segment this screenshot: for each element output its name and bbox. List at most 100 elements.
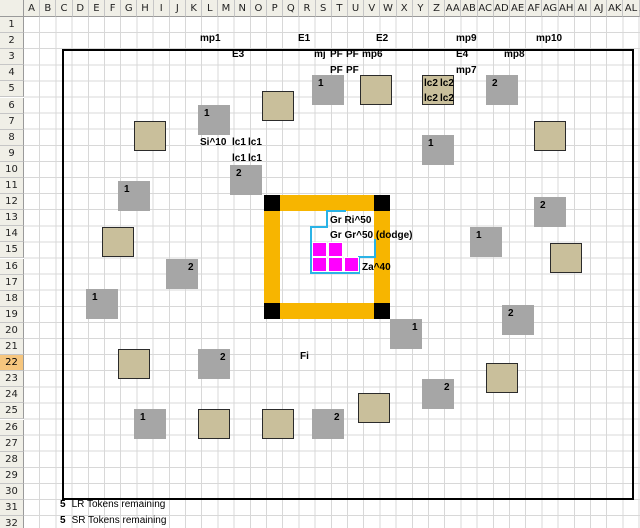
column-header-c[interactable]: C [56,0,73,17]
token-square[interactable]: 1 [390,319,422,349]
row-header-22[interactable]: 22 [0,355,24,372]
row-header-6[interactable]: 6 [0,97,24,114]
row-header-9[interactable]: 9 [0,145,24,162]
column-header-p[interactable]: P [267,0,284,17]
column-header-h[interactable]: H [137,0,154,17]
row-header-27[interactable]: 27 [0,435,24,452]
row-header-1[interactable]: 1 [0,17,24,34]
column-header-ac[interactable]: AC [477,0,494,17]
terrain-square[interactable] [262,91,294,121]
row-header-8[interactable]: 8 [0,129,24,146]
token-square[interactable]: 2 [230,165,262,195]
column-header-r[interactable]: R [299,0,316,17]
column-header-aa[interactable]: AA [445,0,462,17]
column-header-s[interactable]: S [315,0,332,17]
column-header-g[interactable]: G [121,0,138,17]
row-header-31[interactable]: 31 [0,500,24,517]
column-header-v[interactable]: V [364,0,381,17]
row-header-18[interactable]: 18 [0,290,24,307]
unit-piece[interactable] [312,257,327,272]
row-header-11[interactable]: 11 [0,178,24,195]
column-header-k[interactable]: K [186,0,203,17]
token-square[interactable]: 1 [312,75,344,105]
column-header-b[interactable]: B [40,0,57,17]
column-header-q[interactable]: Q [283,0,300,17]
row-header-2[interactable]: 2 [0,33,24,50]
column-header-t[interactable]: T [331,0,348,17]
token-square[interactable]: 1 [118,181,150,211]
row-header-13[interactable]: 13 [0,210,24,227]
unit-piece[interactable] [312,242,327,257]
column-header-x[interactable]: X [396,0,413,17]
row-header-19[interactable]: 19 [0,306,24,323]
row-header-28[interactable]: 28 [0,451,24,468]
row-header-16[interactable]: 16 [0,258,24,275]
row-header-26[interactable]: 26 [0,419,24,436]
column-header-u[interactable]: U [348,0,365,17]
terrain-square[interactable] [262,409,294,439]
token-square[interactable]: 2 [198,349,230,379]
column-header-af[interactable]: AF [526,0,543,17]
column-header-ag[interactable]: AG [542,0,559,17]
row-header-4[interactable]: 4 [0,65,24,82]
row-header-15[interactable]: 15 [0,242,24,259]
terrain-square[interactable] [358,393,390,423]
cell-grid[interactable]: mp1 E1 E2 mp9 mp10 E3 mj PF PF mp6 E4 mp… [24,17,640,528]
token-square[interactable]: 2 [502,305,534,335]
token-square[interactable]: 1 [198,105,230,135]
column-header-y[interactable]: Y [412,0,429,17]
row-header-23[interactable]: 23 [0,371,24,388]
column-header-o[interactable]: O [250,0,267,17]
terrain-square[interactable] [360,75,392,105]
column-header-e[interactable]: E [88,0,105,17]
token-square[interactable]: 2 [422,379,454,409]
row-header-20[interactable]: 20 [0,322,24,339]
row-header-7[interactable]: 7 [0,113,24,130]
row-header-12[interactable]: 12 [0,194,24,211]
column-header-l[interactable]: L [202,0,219,17]
column-header-ak[interactable]: AK [607,0,624,17]
terrain-square[interactable] [534,121,566,151]
row-header-29[interactable]: 29 [0,467,24,484]
column-header-ab[interactable]: AB [461,0,478,17]
token-square[interactable]: 2 [312,409,344,439]
token-square[interactable]: 1 [422,135,454,165]
column-header-ae[interactable]: AE [510,0,527,17]
terrain-square-lc2[interactable]: lc2 lc2 lc2 lc2 [422,75,454,105]
token-square[interactable]: 1 [134,409,166,439]
token-square[interactable]: 2 [534,197,566,227]
terrain-square[interactable] [198,409,230,439]
column-header-ah[interactable]: AH [558,0,575,17]
column-header-ad[interactable]: AD [493,0,510,17]
column-header-aj[interactable]: AJ [591,0,608,17]
column-header-a[interactable]: A [24,0,41,17]
row-header-3[interactable]: 3 [0,49,24,66]
select-all-corner[interactable] [0,0,24,17]
unit-piece[interactable] [344,257,359,272]
token-square[interactable]: 1 [86,289,118,319]
row-header-30[interactable]: 30 [0,483,24,500]
row-header-5[interactable]: 5 [0,81,24,98]
row-header-32[interactable]: 32 [0,516,24,528]
terrain-square[interactable] [134,121,166,151]
column-header-d[interactable]: D [72,0,89,17]
terrain-square[interactable] [118,349,150,379]
row-header-24[interactable]: 24 [0,387,24,404]
column-header-ai[interactable]: AI [574,0,591,17]
column-header-j[interactable]: J [169,0,186,17]
terrain-square[interactable] [486,363,518,393]
row-header-17[interactable]: 17 [0,274,24,291]
row-header-25[interactable]: 25 [0,403,24,420]
row-header-21[interactable]: 21 [0,339,24,356]
row-header-14[interactable]: 14 [0,226,24,243]
unit-piece[interactable] [328,242,343,257]
column-header-m[interactable]: M [218,0,235,17]
row-header-10[interactable]: 10 [0,161,24,178]
token-square[interactable]: 2 [166,259,198,289]
column-header-w[interactable]: W [380,0,397,17]
column-header-i[interactable]: I [153,0,170,17]
column-header-z[interactable]: Z [429,0,446,17]
unit-piece[interactable] [328,257,343,272]
column-header-n[interactable]: N [234,0,251,17]
terrain-square[interactable] [550,243,582,273]
